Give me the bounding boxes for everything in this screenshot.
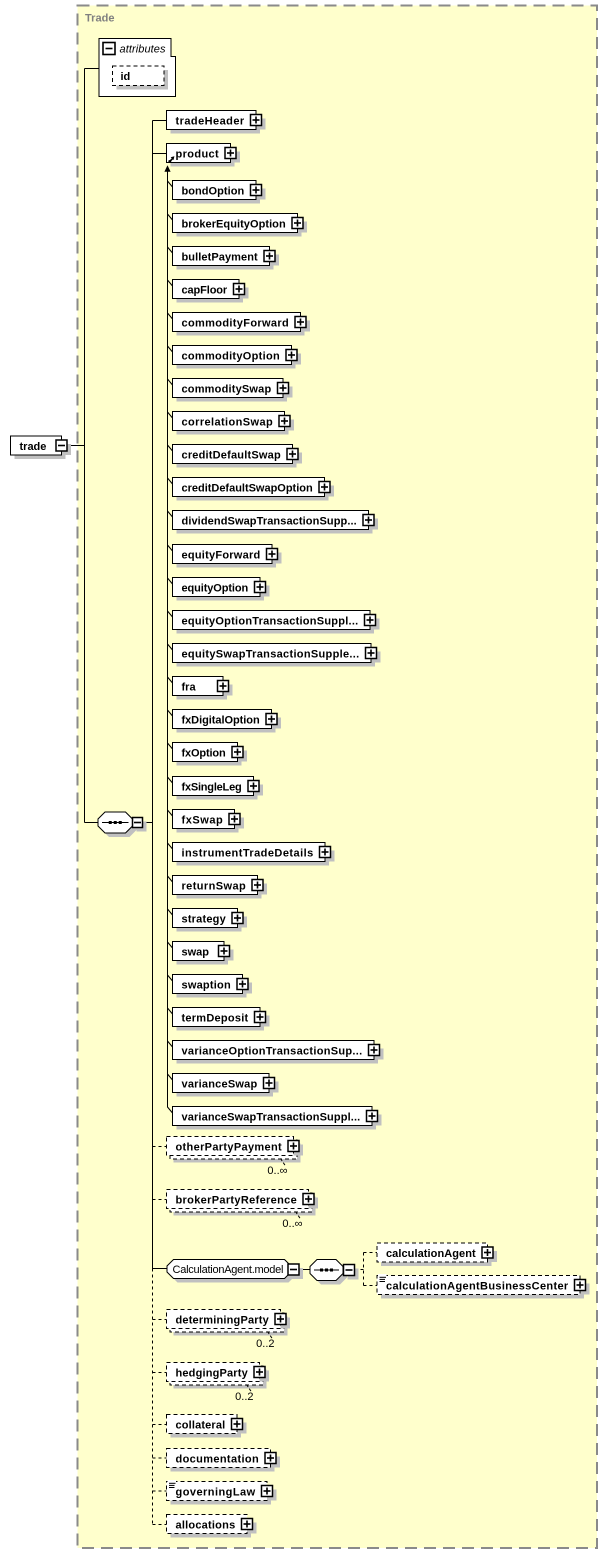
svg-text:id: id — [121, 71, 131, 83]
svg-text:calculationAgentBusinessCenter: calculationAgentBusinessCenter — [386, 1281, 569, 1293]
svg-text:Trade: Trade — [85, 13, 115, 25]
svg-text:equityOption: equityOption — [182, 583, 249, 595]
svg-text:returnSwap: returnSwap — [182, 881, 246, 893]
svg-text:varianceOptionTransactionSup..: varianceOptionTransactionSup... — [182, 1046, 363, 1058]
svg-text:fra: fra — [182, 682, 197, 694]
svg-text:fxOption: fxOption — [182, 748, 226, 760]
svg-text:0..∞: 0..∞ — [267, 1165, 287, 1177]
svg-text:attributes: attributes — [120, 44, 167, 56]
svg-text:equityForward: equityForward — [182, 550, 261, 562]
svg-text:equityOptionTransactionSuppl..: equityOptionTransactionSuppl... — [182, 616, 359, 628]
svg-text:dividendSwapTransactionSupp...: dividendSwapTransactionSupp... — [182, 516, 357, 528]
svg-text:varianceSwap: varianceSwap — [182, 1079, 258, 1091]
svg-text:commoditySwap: commoditySwap — [182, 384, 272, 396]
svg-text:commodityForward: commodityForward — [182, 318, 289, 330]
svg-text:otherPartyPayment: otherPartyPayment — [176, 1142, 283, 1154]
svg-text:allocations: allocations — [176, 1520, 236, 1532]
svg-text:determiningParty: determiningParty — [176, 1315, 270, 1327]
svg-text:CalculationAgent.model: CalculationAgent.model — [173, 1264, 284, 1276]
svg-text:0..∞: 0..∞ — [282, 1218, 302, 1230]
svg-text:hedgingParty: hedgingParty — [176, 1368, 249, 1380]
svg-text:fxSingleLeg: fxSingleLeg — [182, 782, 242, 794]
svg-text:capFloor: capFloor — [182, 285, 228, 297]
svg-text:fxDigitalOption: fxDigitalOption — [182, 715, 260, 727]
svg-text:bondOption: bondOption — [182, 186, 245, 198]
svg-text:fxSwap: fxSwap — [182, 815, 223, 827]
svg-text:swaption: swaption — [182, 980, 231, 992]
svg-text:collateral: collateral — [176, 1420, 226, 1432]
svg-text:product: product — [176, 149, 220, 161]
svg-text:equitySwapTransactionSupple...: equitySwapTransactionSupple... — [182, 649, 360, 661]
svg-text:creditDefaultSwapOption: creditDefaultSwapOption — [182, 483, 313, 495]
svg-text:correlationSwap: correlationSwap — [182, 417, 273, 429]
svg-text:creditDefaultSwap: creditDefaultSwap — [182, 450, 281, 462]
svg-text:calculationAgent: calculationAgent — [386, 1248, 476, 1260]
svg-text:brokerEquityOption: brokerEquityOption — [182, 219, 286, 231]
svg-text:governingLaw: governingLaw — [176, 1487, 256, 1499]
svg-text:documentation: documentation — [176, 1454, 259, 1466]
svg-text:commodityOption: commodityOption — [182, 351, 280, 363]
svg-text:swap: swap — [182, 947, 210, 959]
svg-text:termDeposit: termDeposit — [182, 1013, 249, 1025]
svg-text:varianceSwapTransactionSuppl..: varianceSwapTransactionSuppl... — [182, 1112, 361, 1124]
svg-text:instrumentTradeDetails: instrumentTradeDetails — [182, 848, 314, 860]
svg-text:tradeHeader: tradeHeader — [176, 116, 245, 128]
svg-text:0..2: 0..2 — [256, 1338, 274, 1350]
svg-text:trade: trade — [20, 441, 47, 453]
svg-text:brokerPartyReference: brokerPartyReference — [176, 1195, 297, 1207]
svg-text:0..2: 0..2 — [235, 1391, 253, 1403]
svg-text:strategy: strategy — [182, 914, 227, 926]
svg-text:bulletPayment: bulletPayment — [182, 252, 259, 264]
